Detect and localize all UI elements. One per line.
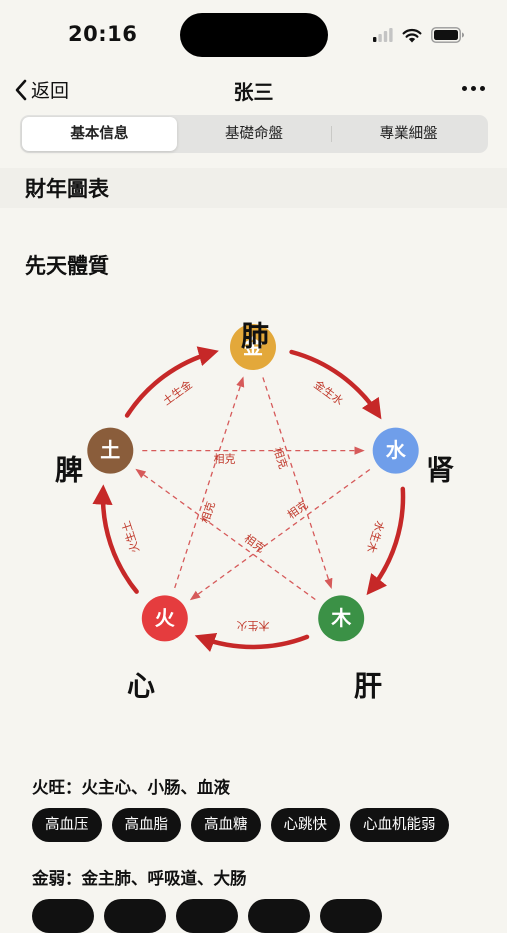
generate-arrow <box>124 346 219 418</box>
element-node-3 <box>141 595 188 642</box>
tag-row <box>32 899 382 933</box>
element-char: 火 <box>155 606 176 630</box>
control-arrow <box>189 468 371 601</box>
organ-label: 肾 <box>426 454 454 487</box>
element-node-4 <box>87 427 134 474</box>
tab-basic-chart[interactable]: 基礎命盤 <box>225 126 283 142</box>
element-node-1 <box>372 427 419 474</box>
section-title-constitution: 先天體質 <box>25 254 109 278</box>
tab-basic-info[interactable]: 基本信息 <box>22 117 177 151</box>
element-char: 水 <box>386 438 407 462</box>
back-button[interactable]: 返回 <box>14 76 69 103</box>
generate-arrow <box>366 486 406 596</box>
tag-row: 高血压 高血脂 高血糖 心跳快 心血机能弱 <box>32 808 449 842</box>
symptom-tag[interactable]: 高血糖 <box>191 808 261 842</box>
battery-icon <box>431 27 464 43</box>
generate-label: 土生金 <box>160 377 195 408</box>
generate-label: 金生水 <box>311 377 346 408</box>
signal-icon <box>373 28 393 42</box>
element-char: 土 <box>100 438 120 462</box>
element-node-2 <box>318 595 365 642</box>
page-title: 张三 <box>233 80 274 104</box>
symptom-tag[interactable] <box>104 899 166 933</box>
organ-label: 心 <box>127 670 155 703</box>
symptom-tag[interactable] <box>176 899 238 933</box>
organ-label: 脾 <box>55 454 83 487</box>
more-dot-icon <box>480 86 485 91</box>
chevron-left-icon <box>15 79 27 100</box>
wifi-icon <box>402 28 422 42</box>
control-arrow <box>262 377 333 589</box>
element-node-0 <box>230 324 276 370</box>
section-title-chart: 財年圖表 <box>25 177 109 201</box>
control-label: 相克 <box>199 500 218 525</box>
element-char: 金 <box>242 335 264 359</box>
condition-title: 火旺：火主心、小肠、血液 <box>32 778 230 797</box>
organ-label: 肺 <box>241 320 269 353</box>
control-label: 相克 <box>214 453 236 466</box>
control-arrow <box>135 468 316 601</box>
more-dot-icon <box>462 86 467 91</box>
control-label: 相克 <box>285 498 310 521</box>
tab-detailed-chart[interactable]: 專業細盤 <box>331 117 486 151</box>
condition-title: 金弱：金主肺、呼吸道、大肠 <box>32 869 247 888</box>
control-label: 相克 <box>271 446 290 471</box>
condition-block-1: 火旺：火主心、小肠、血液 高血压 高血脂 高血糖 心跳快 心血机能弱 <box>32 774 449 842</box>
symptom-tag[interactable]: 高血压 <box>32 808 102 842</box>
nav-bar: 返回 张三 <box>0 72 507 112</box>
control-arrow <box>174 376 245 589</box>
generate-label: 水生木 <box>364 519 388 555</box>
more-dot-icon <box>471 86 476 91</box>
generate-arrow <box>194 632 310 652</box>
generate-label: 木生火 <box>237 619 270 633</box>
status-time: 20:16 <box>68 22 138 46</box>
status-bar: 20:16 <box>0 0 507 70</box>
symptom-tag[interactable]: 心血机能弱 <box>350 808 449 842</box>
symptom-tag[interactable]: 心跳快 <box>270 808 340 842</box>
element-char: 木 <box>330 606 352 630</box>
symptom-tag[interactable] <box>320 899 382 933</box>
segmented-control: 基本信息 基礎命盤 專業細盤 <box>20 115 488 153</box>
symptom-tag[interactable] <box>32 899 94 933</box>
organ-label: 肝 <box>354 670 382 703</box>
back-label: 返回 <box>31 80 70 102</box>
generate-arrow <box>289 349 382 420</box>
condition-block-2: 金弱：金主肺、呼吸道、大肠 <box>32 865 382 933</box>
dynamic-island <box>180 13 328 57</box>
more-button[interactable] <box>462 86 485 91</box>
section-band <box>0 168 507 208</box>
symptom-tag[interactable]: 高血脂 <box>111 808 181 842</box>
status-icons <box>373 25 465 45</box>
generate-label: 火生土 <box>119 519 143 555</box>
symptom-tag[interactable] <box>248 899 310 933</box>
generate-arrow <box>92 484 139 594</box>
control-label: 相克 <box>242 532 267 555</box>
